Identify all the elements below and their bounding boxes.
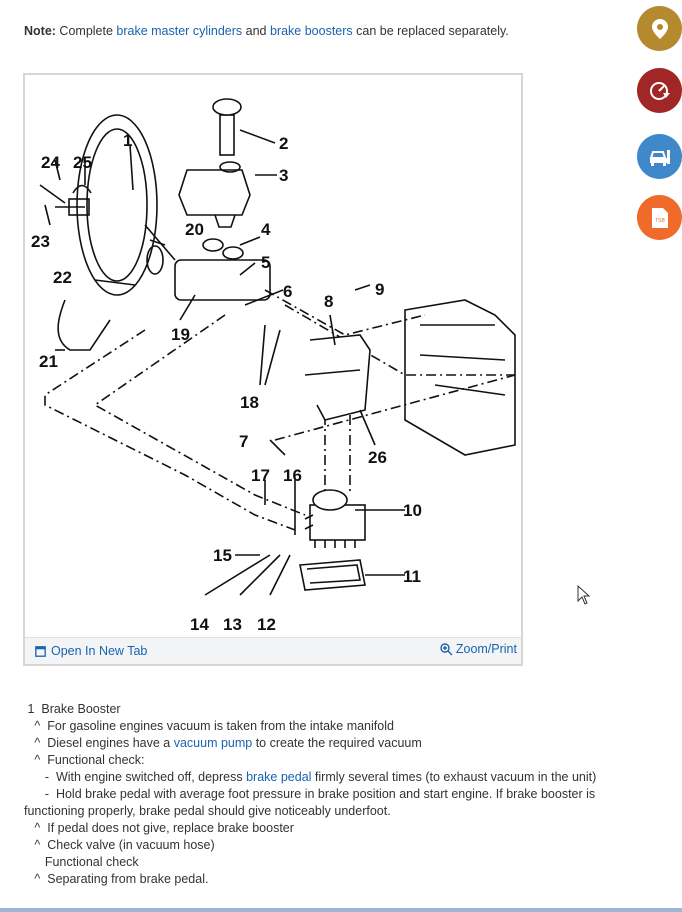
- note-text-1: Complete: [55, 24, 117, 38]
- callout-3: 3: [279, 166, 288, 185]
- step-line-3-text-a: ^ Diesel engines have a: [24, 736, 174, 750]
- location-button[interactable]: [637, 6, 682, 51]
- callout-1: 1: [123, 131, 132, 150]
- step-line-10: ^ Separating from brake pedal.: [24, 872, 209, 886]
- note-text-3: can be replaced separately.: [352, 24, 509, 38]
- brake-system-diagram: 1 2 3 4 5 6 7 8 9 10 11 12 13 14 15 16 1…: [31, 98, 516, 634]
- step-line-3-text-b: to create the required vacuum: [252, 736, 422, 750]
- callout-5: 5: [261, 253, 270, 272]
- bottom-scroll-bar: [0, 908, 682, 912]
- external-link-icon: [35, 645, 46, 657]
- open-in-new-tab-label: Open In New Tab: [51, 644, 148, 658]
- note-line: Note: Complete brake master cylinders an…: [24, 24, 509, 38]
- step-line-8: ^ Check valve (in vacuum hose): [24, 838, 215, 852]
- note-text-2: and: [242, 24, 270, 38]
- note-prefix: Note:: [24, 24, 56, 38]
- link-brake-pedal[interactable]: brake pedal: [246, 770, 312, 784]
- step-line-7: ^ If pedal does not give, replace brake …: [24, 821, 294, 835]
- zoom-print-label: Zoom/Print: [455, 642, 517, 656]
- diagnostics-button[interactable]: [637, 68, 682, 113]
- step-line-5-text-b: firmly several times (to exhaust vacuum …: [311, 770, 597, 784]
- callout-9: 9: [375, 280, 384, 299]
- callout-14: 14: [190, 615, 209, 634]
- callout-4: 4: [261, 220, 271, 239]
- callout-25: 25: [73, 153, 92, 172]
- callout-21: 21: [39, 352, 58, 371]
- zoom-in-icon: [440, 642, 453, 655]
- step-line-5-text-a: - With engine switched off, depress: [24, 770, 247, 784]
- open-in-new-tab-button[interactable]: Open In New Tab: [35, 644, 147, 658]
- step-line-9: Functional check: [24, 855, 139, 869]
- link-brake-master-cylinders[interactable]: brake master cylinders: [116, 24, 243, 38]
- callout-20: 20: [185, 220, 204, 239]
- callout-15: 15: [213, 546, 232, 565]
- callout-16: 16: [283, 466, 302, 485]
- tsb-document-icon: TSB: [651, 207, 668, 228]
- link-vacuum-pump[interactable]: vacuum pump: [173, 736, 253, 750]
- callout-6: 6: [283, 282, 292, 301]
- car-service-icon: [649, 149, 670, 166]
- callout-11: 11: [403, 567, 421, 586]
- callout-17: 17: [251, 466, 270, 485]
- mouse-cursor-icon: [577, 585, 591, 605]
- diagram-figure: 1 2 3 4 5 6 7 8 9 10 11 12 13 14 15 16 1…: [23, 73, 523, 666]
- link-brake-boosters[interactable]: brake boosters: [269, 24, 353, 38]
- callout-7: 7: [239, 432, 248, 451]
- callout-24: 24: [41, 153, 60, 172]
- step-line-4: ^ Functional check:: [24, 753, 145, 767]
- callout-22: 22: [53, 268, 72, 287]
- step-line-6: - Hold brake pedal with average foot pre…: [24, 787, 599, 818]
- map-pin-icon: [651, 18, 668, 39]
- zoom-print-button[interactable]: Zoom/Print: [440, 642, 517, 656]
- procedure-text: 1 Brake Booster ^ For gasoline engines v…: [24, 701, 634, 888]
- callout-13: 13: [223, 615, 242, 634]
- callout-26: 26: [368, 448, 387, 467]
- tsb-label: TSB: [655, 218, 665, 224]
- callout-10: 10: [403, 501, 422, 520]
- callout-12: 12: [257, 615, 276, 634]
- step-line-3: ^ Diesel engines have a vacuum pump to c…: [24, 735, 634, 752]
- gauge-icon: [649, 81, 670, 100]
- step-line-5: - With engine switched off, depress brak…: [24, 769, 634, 786]
- callout-2: 2: [279, 134, 288, 153]
- step-1: 1 Brake Booster: [24, 702, 121, 716]
- step-line-2: ^ For gasoline engines vacuum is taken f…: [24, 719, 394, 733]
- figure-toolbar: Open In New Tab Zoom/Print: [25, 637, 521, 664]
- callout-8: 8: [324, 292, 333, 311]
- callout-18: 18: [240, 393, 259, 412]
- callout-23: 23: [31, 232, 50, 251]
- callout-19: 19: [171, 325, 190, 344]
- tsb-button[interactable]: TSB: [637, 195, 682, 240]
- vehicle-button[interactable]: [637, 134, 682, 179]
